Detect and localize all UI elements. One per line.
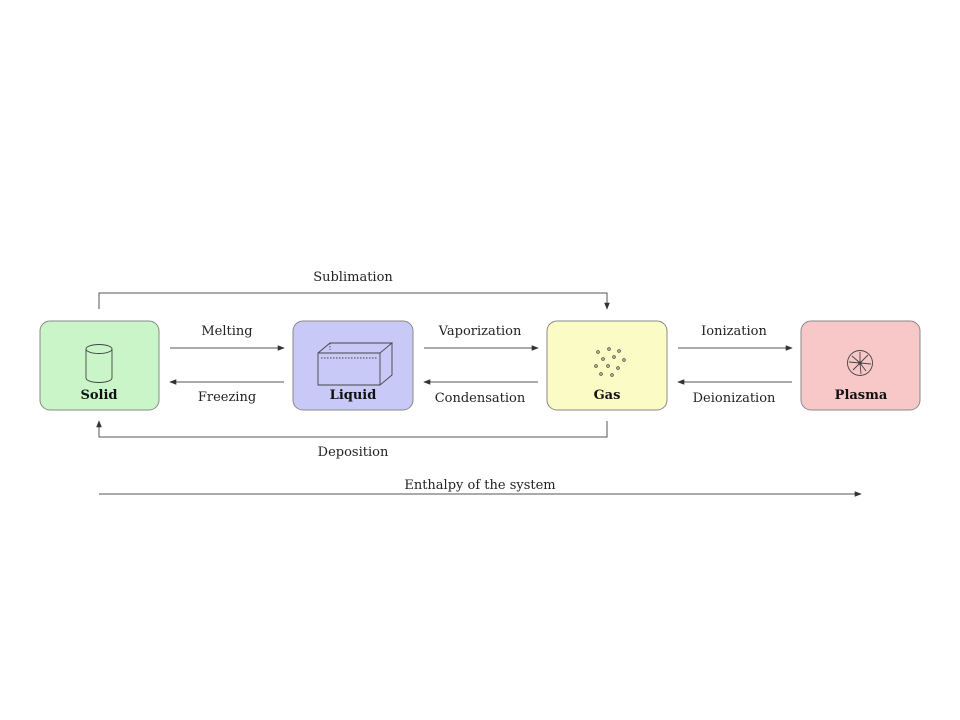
sublimation-label: Sublimation <box>313 270 393 285</box>
freezing-label: Freezing <box>198 390 256 405</box>
state-solid: Solid <box>39 320 160 411</box>
plasma-ball-icon <box>847 350 873 376</box>
state-label-gas: Gas <box>594 388 621 403</box>
state-label-solid: Solid <box>80 388 117 403</box>
state-label-liquid: Liquid <box>330 388 377 403</box>
state-liquid: Liquid <box>292 320 414 411</box>
enthalpy-axis-label: Enthalpy of the system <box>404 478 555 493</box>
cylinder-icon <box>85 344 113 383</box>
deionization-label: Deionization <box>693 391 776 406</box>
melting-label: Melting <box>201 324 252 339</box>
deposition-label: Deposition <box>318 445 389 460</box>
gas-particles-icon <box>594 347 626 377</box>
ionization-label: Ionization <box>701 324 767 339</box>
condensation-label: Condensation <box>435 391 526 406</box>
sublimation-arrow <box>98 292 610 310</box>
vaporization-label: Vaporization <box>438 324 522 339</box>
state-label-plasma: Plasma <box>835 388 888 403</box>
deposition-arrow <box>96 420 608 438</box>
container-icon <box>317 342 394 386</box>
state-plasma: Plasma <box>800 320 921 411</box>
state-gas: Gas <box>546 320 668 411</box>
